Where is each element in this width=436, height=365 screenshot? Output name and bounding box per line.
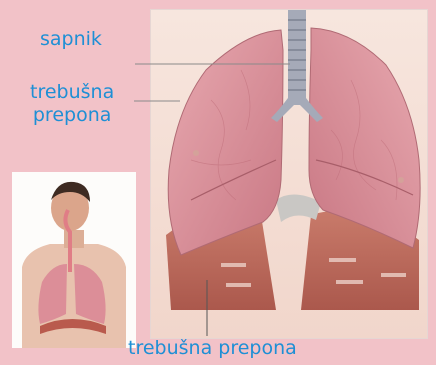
- label-trebusna-line2: prepona: [30, 104, 114, 127]
- label-sapnik: sapnik: [40, 28, 102, 51]
- label-trebusna-line1: trebušna: [30, 81, 114, 104]
- label-trebusna-prepona-bottom: trebušna prepona: [128, 337, 297, 360]
- label-trebusna-prepona-upper: trebušna prepona: [30, 81, 114, 127]
